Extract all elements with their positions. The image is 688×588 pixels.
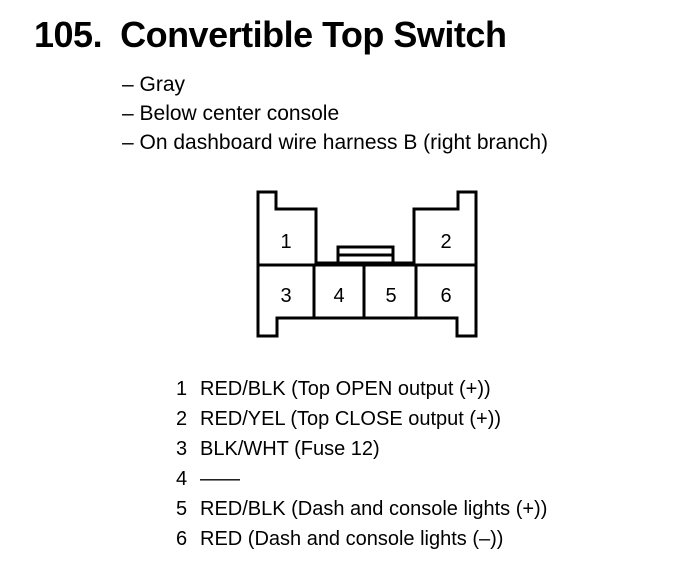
cavity-label-5: 5 xyxy=(385,285,396,307)
cavity-label-1: 1 xyxy=(280,231,291,253)
pin-description: RED/YEL (Top CLOSE output (+)) xyxy=(200,408,502,430)
connector-outline xyxy=(256,190,478,338)
pinout-row: 4 —— xyxy=(176,464,547,494)
title-text: Convertible Top Switch xyxy=(120,14,507,55)
pinout-row: 2 RED/YEL (Top CLOSE output (+)) xyxy=(176,404,547,434)
detail-location: – Below center console xyxy=(122,102,340,125)
pin-description: RED/BLK (Top OPEN output (+)) xyxy=(200,378,491,400)
cavity-label-6: 6 xyxy=(440,285,451,307)
pinout-row: 5 RED/BLK (Dash and console lights (+)) xyxy=(176,494,547,524)
pin-description: RED (Dash and console lights (–)) xyxy=(200,528,504,550)
pinout-row: 3 BLK/WHT (Fuse 12) xyxy=(176,434,547,464)
pin-number: 2 xyxy=(176,408,188,430)
cavity-label-2: 2 xyxy=(440,231,451,253)
pinout-row: 1 RED/BLK (Top OPEN output (+)) xyxy=(176,374,547,404)
pinout-list: 1 RED/BLK (Top OPEN output (+)) 2 RED/YE… xyxy=(176,374,547,554)
pin-description: —— xyxy=(200,468,240,490)
pin-number: 5 xyxy=(176,498,188,520)
title-number: 105. xyxy=(34,14,103,55)
pin-description: RED/BLK (Dash and console lights (+)) xyxy=(200,498,548,520)
detail-color: – Gray xyxy=(122,73,186,96)
detail-harness: – On dashboard wire harness B (right bra… xyxy=(122,131,549,154)
pin-number: 4 xyxy=(176,468,188,490)
pinout-row: 6 RED (Dash and console lights (–)) xyxy=(176,524,547,554)
pin-number: 1 xyxy=(176,378,188,400)
cavity-label-4: 4 xyxy=(333,285,344,307)
pin-number: 6 xyxy=(176,528,188,550)
location-details: – Gray – Below center console – On dashb… xyxy=(122,70,548,157)
cavity-label-3: 3 xyxy=(280,285,291,307)
pin-description: BLK/WHT (Fuse 12) xyxy=(200,438,380,460)
pin-number: 3 xyxy=(176,438,188,460)
page-title: 105. Convertible Top Switch xyxy=(34,14,507,56)
